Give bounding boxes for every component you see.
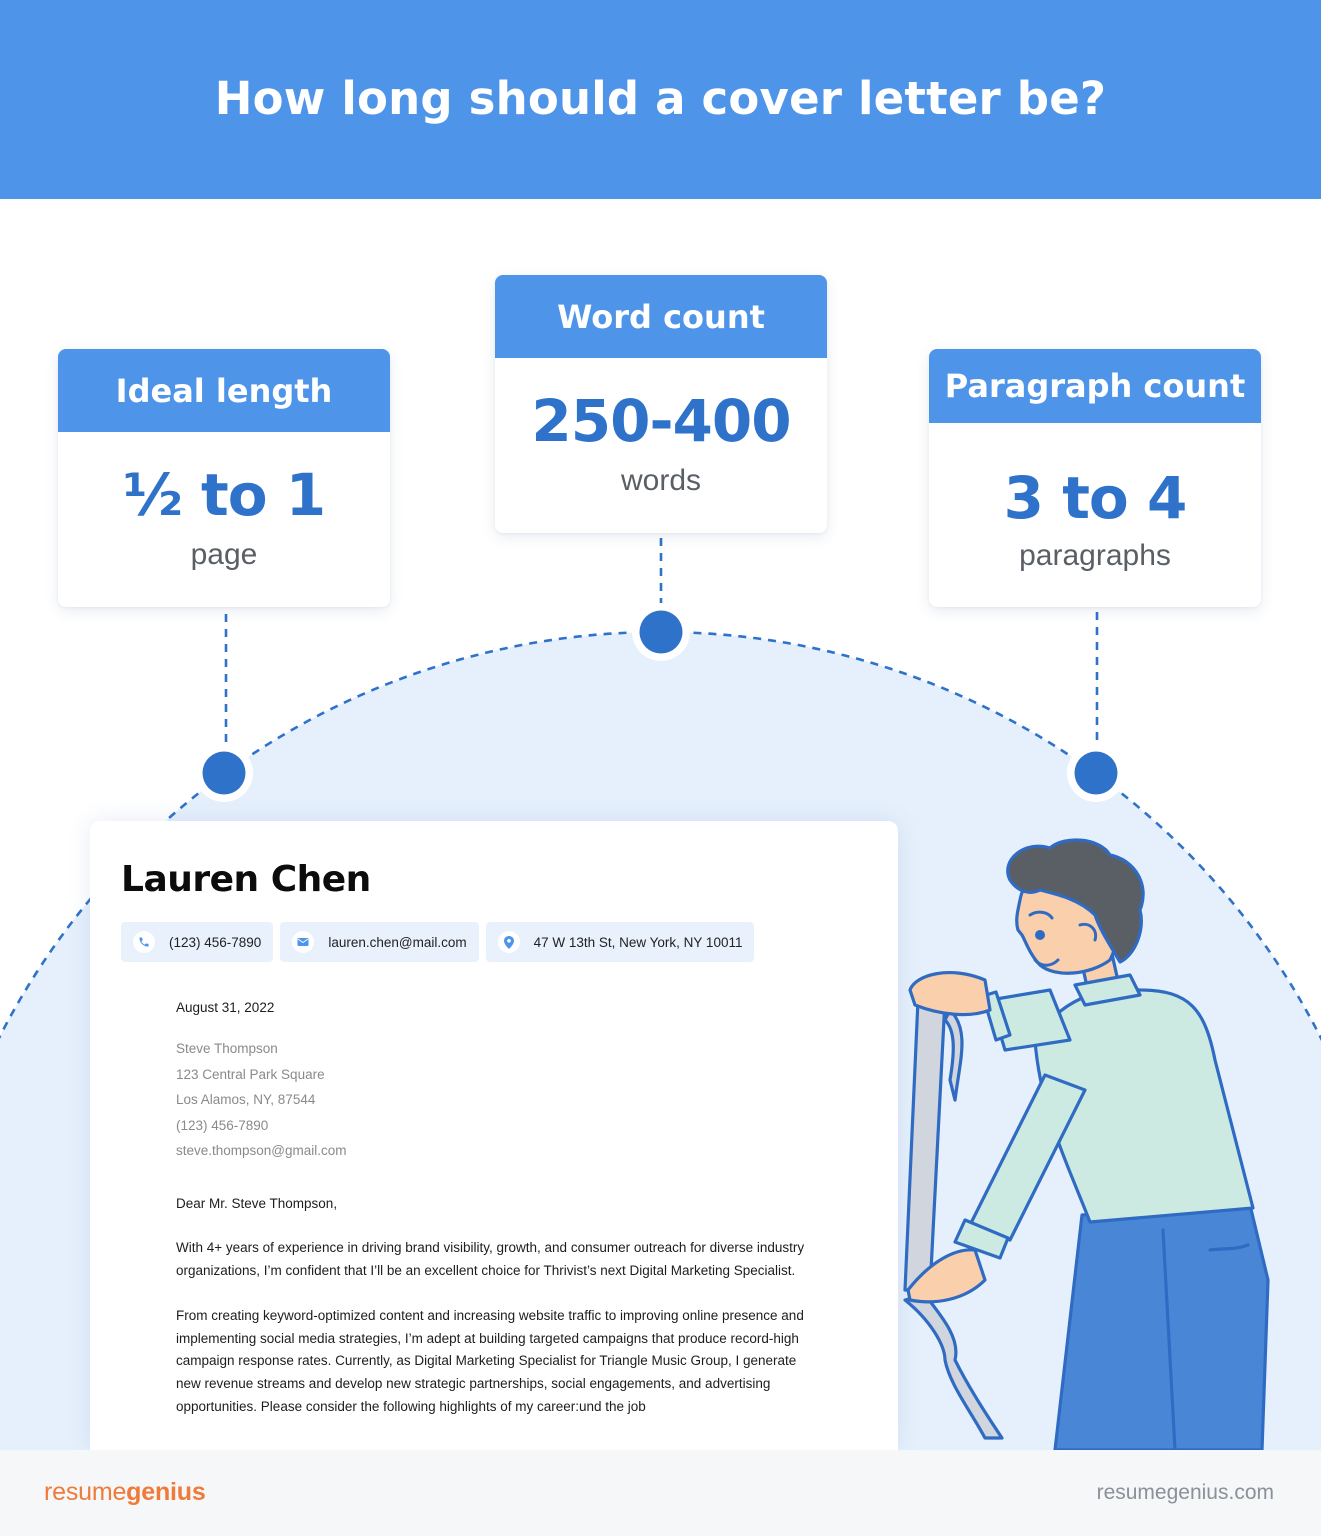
stat-unit: words bbox=[620, 464, 702, 497]
footer: resumegenius resumegenius.com bbox=[0, 1450, 1321, 1536]
page-title: How long should a cover letter be? bbox=[214, 72, 1107, 125]
stat-card-header: Ideal length bbox=[58, 349, 390, 432]
letter-paragraph: From creating keyword-optimized content … bbox=[176, 1308, 804, 1414]
node-center bbox=[639, 610, 683, 654]
node-right bbox=[1074, 751, 1118, 795]
logo-text-regular: resume bbox=[44, 1478, 127, 1506]
contact-email-text: lauren.chen@mail.com bbox=[328, 934, 467, 950]
recipient-email: steve.thompson@gmail.com bbox=[176, 1143, 347, 1159]
stat-card-paragraph-count: Paragraph count 3 to 4 paragraphs bbox=[929, 349, 1261, 607]
cover-letter-sample: Lauren Chen (123) 456-7890 lauren.chen@m… bbox=[90, 821, 898, 1450]
letter-paragraph: With 4+ years of experience in driving b… bbox=[176, 1239, 805, 1278]
recipient-block: Steve Thompson 123 Central Park Square L… bbox=[176, 1036, 816, 1164]
contact-address: 47 W 13th St, New York, NY 10011 bbox=[485, 922, 755, 962]
contact-phone-text: (123) 456-7890 bbox=[169, 934, 262, 950]
stat-value: 250-400 bbox=[531, 387, 791, 455]
mail-icon bbox=[292, 931, 315, 953]
website-link[interactable]: resumegenius.com bbox=[1096, 1481, 1274, 1504]
node-left bbox=[202, 751, 246, 795]
stat-value: ½ to 1 bbox=[122, 461, 326, 529]
stat-card-word-count: Word count 250-400 words bbox=[495, 275, 827, 533]
phone-icon bbox=[133, 931, 155, 953]
stat-card-header: Word count bbox=[495, 275, 827, 358]
stat-card-ideal-length: Ideal length ½ to 1 page bbox=[58, 349, 390, 607]
contact-address-text: 47 W 13th St, New York, NY 10011 bbox=[533, 934, 743, 950]
stat-value: 3 to 4 bbox=[1003, 464, 1188, 532]
stat-label: Paragraph count bbox=[944, 367, 1246, 405]
header-banner: How long should a cover letter be? bbox=[0, 0, 1321, 199]
stat-label: Ideal length bbox=[115, 371, 333, 410]
letter-date: August 31, 2022 bbox=[176, 1000, 275, 1015]
stat-label: Word count bbox=[557, 297, 765, 336]
brand-logo[interactable]: resumegenius bbox=[44, 1478, 206, 1507]
logo-text-bold: genius bbox=[126, 1478, 206, 1506]
salutation: Dear Mr. Steve Thompson, bbox=[176, 1195, 338, 1211]
recipient-city: Los Alamos, NY, 87544 bbox=[176, 1092, 316, 1108]
location-pin-icon bbox=[497, 931, 520, 953]
recipient-street: 123 Central Park Square bbox=[176, 1066, 325, 1082]
man-measuring-illustration bbox=[903, 838, 1270, 1450]
contact-bar: (123) 456-7890 lauren.chen@mail.com 47 W… bbox=[121, 922, 755, 962]
recipient-name: Steve Thompson bbox=[176, 1041, 278, 1056]
applicant-name: Lauren Chen bbox=[121, 859, 371, 900]
stat-card-header: Paragraph count bbox=[929, 349, 1261, 423]
letter-body: August 31, 2022 Steve Thompson 123 Centr… bbox=[176, 998, 816, 1418]
contact-phone: (123) 456-7890 bbox=[121, 922, 274, 962]
recipient-phone: (123) 456-7890 bbox=[176, 1117, 269, 1133]
stat-unit: page bbox=[190, 538, 258, 571]
stat-unit: paragraphs bbox=[1019, 539, 1171, 572]
contact-email: lauren.chen@mail.com bbox=[280, 922, 479, 962]
